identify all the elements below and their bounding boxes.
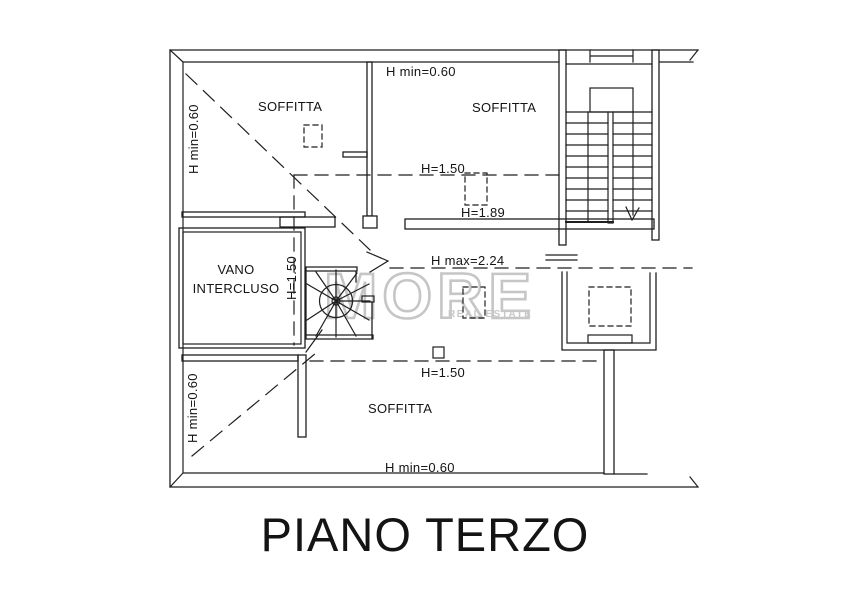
small-square-marker [432, 346, 445, 359]
spiral-staircase [305, 251, 389, 353]
shaft-room [561, 271, 657, 351]
wall-break-mark [545, 254, 578, 261]
vano-wall-inner [182, 231, 302, 345]
height-annotation-top-center: H min=0.60 [386, 64, 456, 79]
watermark-tagline-text: REAL ESTATE [448, 309, 532, 320]
shaft-dashed-opening [588, 286, 632, 327]
roof-slope-diagonal-top [185, 73, 371, 251]
height-annotation-left-top: H min=0.60 [186, 104, 201, 174]
corridor-wall-left [279, 216, 336, 228]
height-annotation-corridor-max: H max=2.24 [431, 253, 504, 268]
stair-flight-divider [607, 111, 614, 224]
interior-walls [178, 49, 660, 475]
height-annotation-left-bottom: H min=0.60 [185, 373, 200, 443]
exit-arrow-icon [366, 251, 389, 273]
height-annotation-center: H=1.89 [461, 205, 505, 220]
corner-tick [305, 329, 323, 353]
spiral-treads [306, 269, 371, 338]
roof-slope-diagonal-bottom [191, 352, 317, 457]
wall-stub [342, 151, 368, 158]
stair-landing [589, 87, 634, 113]
height-annotation-lower-level: H=1.50 [421, 365, 465, 380]
room-label-soffitta-bottom: SOFFITTA [368, 401, 432, 416]
dashed-reference-lines [185, 73, 693, 457]
stair-direction-lines [587, 111, 634, 223]
height-annotation-vano-side: H=1.50 [284, 256, 299, 300]
annotations: H min=0.60 SOFFITTA H min=0.60 SOFFITTA … [185, 64, 536, 475]
vano-wall-outer [178, 227, 306, 349]
plan-title: PIANO TERZO [261, 508, 590, 561]
wall-bottomleft-top [181, 354, 299, 362]
wall-bottomleft-right [297, 354, 307, 438]
dashed-opening-topleft [303, 124, 323, 148]
stair-treads-left [565, 111, 609, 212]
shaft-room-notch [587, 334, 633, 344]
main-staircase [565, 49, 653, 224]
dashed-opening-center-upper [464, 172, 488, 206]
room-label-vano-line1: VANO [217, 262, 254, 277]
dashed-opening-center-lower [462, 286, 486, 319]
wall-topleft-topcenter [366, 61, 373, 217]
room-label-soffitta-top-left: SOFFITTA [258, 99, 322, 114]
wall-bottom-descending [603, 349, 615, 475]
height-annotation-upper-level: H=1.50 [421, 161, 465, 176]
spiral-right-tab [361, 295, 375, 303]
corridor-wall-north [404, 218, 655, 230]
door-jamb-square [362, 215, 378, 229]
room-label-soffitta-top-right: SOFFITTA [472, 100, 536, 115]
stair-down-arrow-icon [625, 206, 640, 221]
stairwell-wall-left [558, 49, 567, 246]
stair-window [589, 49, 634, 63]
wall-above-vano [181, 211, 306, 218]
room-label-vano-line2: INTERCLUSO [193, 281, 280, 296]
stairwell-wall-right [651, 49, 660, 241]
height-annotation-bottom: H min=0.60 [385, 460, 455, 475]
